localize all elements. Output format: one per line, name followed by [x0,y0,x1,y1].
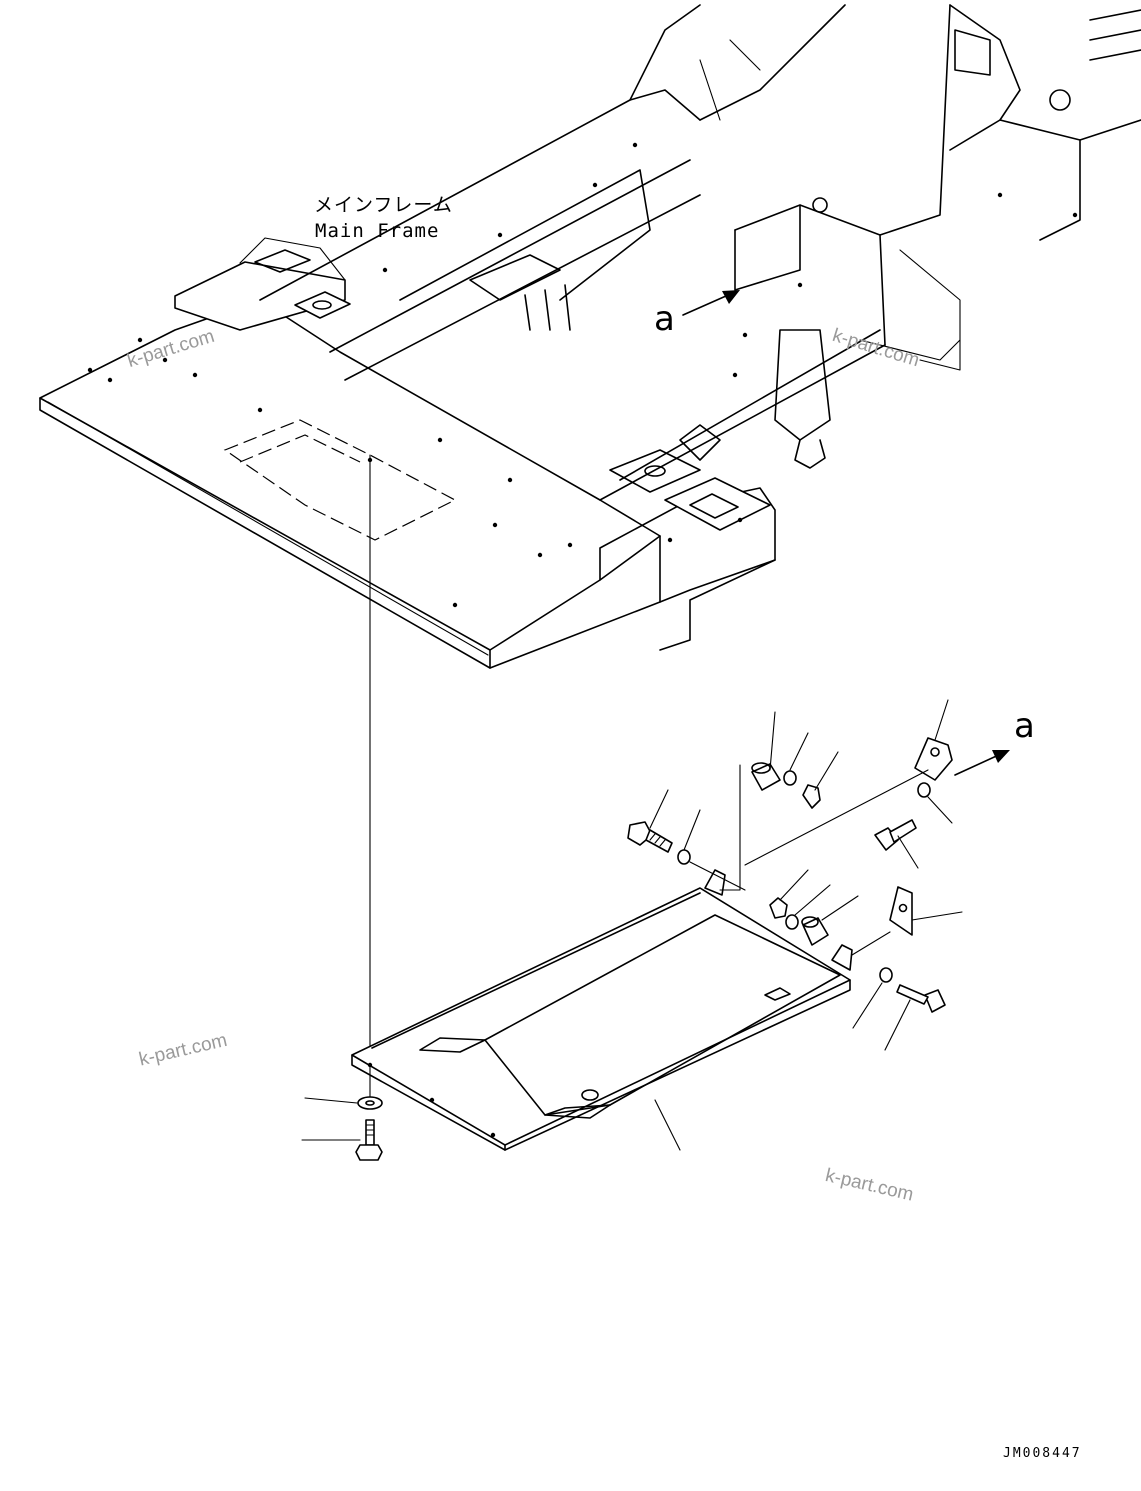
bolt-lower-right [884,984,946,1051]
main-frame-label-jp: メインフレーム [314,194,453,216]
view-marker-a-lower: a [1014,706,1035,746]
nuts [769,751,839,919]
bolt-front [301,1119,383,1161]
mounting-bracket-lower [889,886,963,936]
view-arrow-upper [682,290,740,316]
view-arrow-lower [954,750,1010,776]
undercover-plate [351,869,853,1151]
frame-holes [87,142,1078,608]
bolt-upper-left [627,789,673,853]
main-frame-label-en: Main Frame [315,220,440,242]
drawing-code: JM008447 [1003,1446,1082,1461]
view-marker-a-upper: a [654,299,675,339]
leader-plate [654,1099,681,1151]
connection-lines [689,764,929,956]
mounting-bracket-upper [914,699,953,781]
bolt-upper-right [874,819,919,869]
bushing-lower [801,895,859,946]
bushing-upper [751,711,781,791]
washers [304,732,953,1110]
main-frame [39,4,1141,669]
